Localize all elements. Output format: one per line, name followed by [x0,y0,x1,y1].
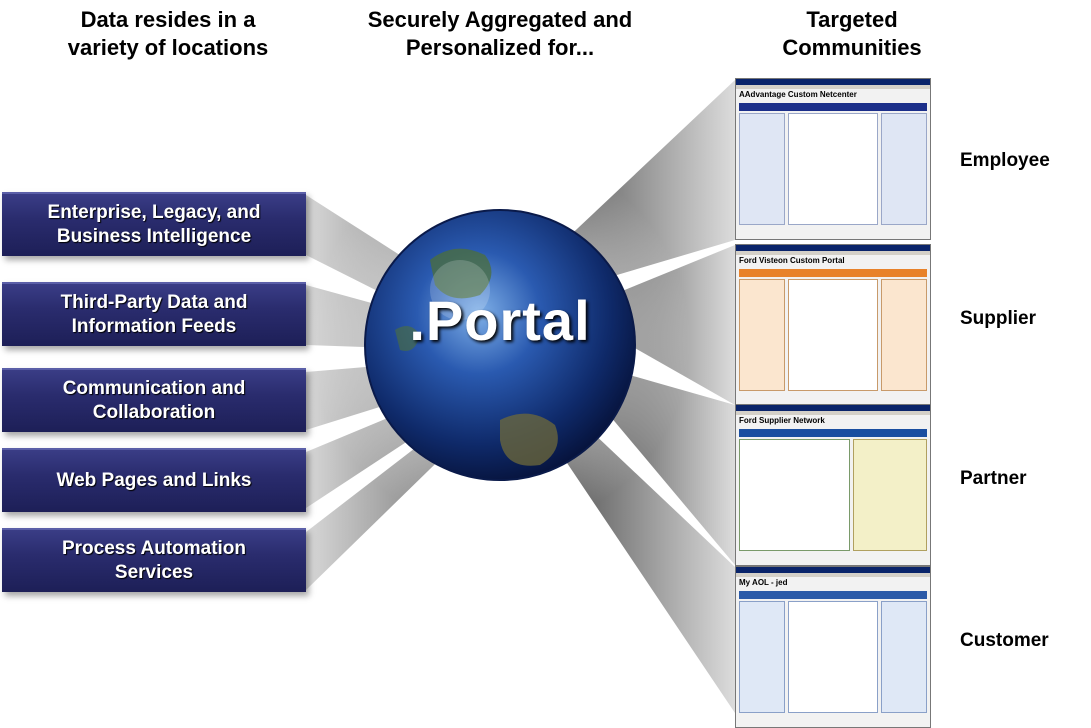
globe-landmass-3 [395,326,420,351]
globe-landmass-1 [430,248,492,299]
source-box-third-party: Third-Party Data and Information Feeds [2,282,306,346]
community-supplier: Supplier [960,308,1037,329]
portal-label: .Portal [409,289,591,352]
source-box-web-pages: Web Pages and Links [2,448,306,512]
source-box-communication: Communication and Collaboration [2,368,306,432]
screenshot-title: AAdvantage Custom Netcenter [739,90,857,99]
screenshot-title: My AOL - jed [739,578,788,587]
header-data-locations: Data resides in a variety of locations [67,7,269,60]
globe-highlight [430,260,490,320]
community-employee: Employee [960,150,1050,171]
globe [364,209,636,481]
source-box-process-automation: Process Automation Services [2,528,306,592]
community-customer: Customer [960,630,1049,651]
screenshot-employee-portal: AAdvantage Custom Netcenter [735,78,931,240]
connector-rays [306,80,735,713]
ray-community-4 [565,430,735,713]
screenshot-supplier-portal: Ford Visteon Custom Portal [735,244,931,406]
screenshot-partner-portal: Ford Supplier Network [735,404,931,566]
screenshot-title: Ford Supplier Network [739,416,825,425]
screenshot-customer-portal: My AOL - jed [735,566,931,728]
header-aggregated: Securely Aggregated and Personalized for… [367,7,633,60]
source-box-enterprise: Enterprise, Legacy, and Business Intelli… [2,192,306,256]
screenshot-title: Ford Visteon Custom Portal [739,256,845,265]
community-partner: Partner [960,468,1027,489]
globe-landmass-2 [500,413,558,466]
header-communities: Targeted Communities [782,7,922,60]
